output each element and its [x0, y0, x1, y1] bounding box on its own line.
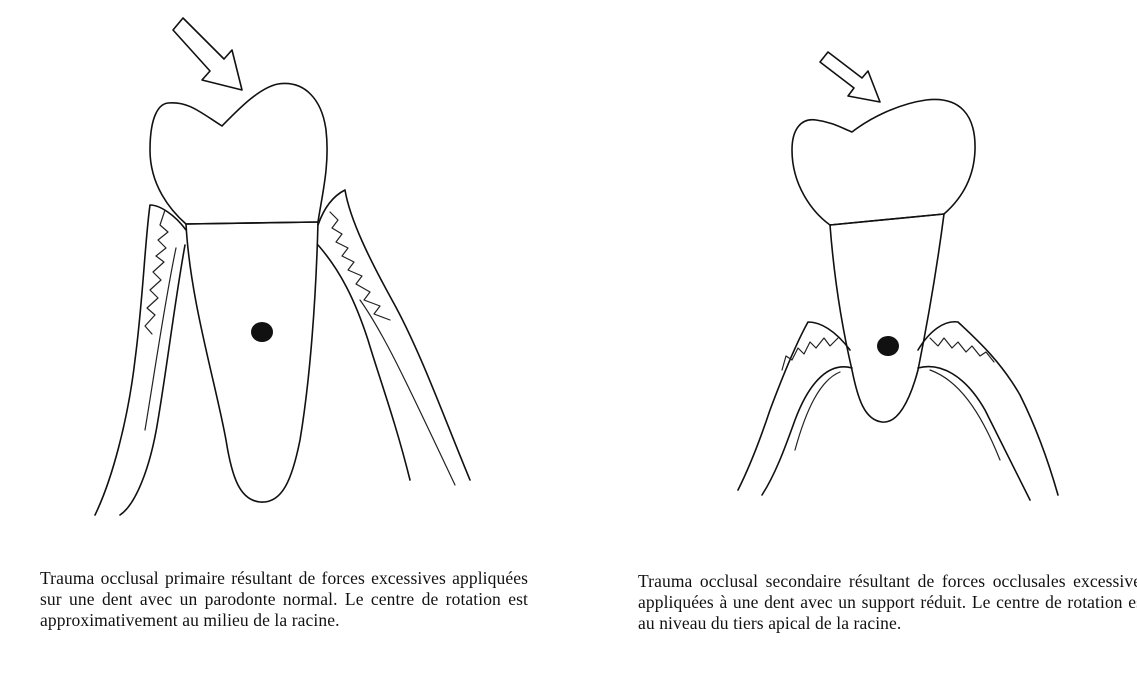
- left-alveolar-bone: [762, 367, 852, 495]
- left-periodontal-ligament: [782, 338, 838, 370]
- left-gingiva: [738, 322, 850, 490]
- right-periodontal-ligament: [930, 338, 994, 362]
- cemento-enamel-junction: [830, 214, 944, 225]
- tooth-crown: [150, 83, 327, 224]
- left-gingiva: [95, 205, 186, 515]
- primary-trauma-illustration: [0, 0, 560, 560]
- secondary-trauma-caption: Trauma occlusal secondaire résultant de …: [638, 571, 1137, 634]
- right-periodontal-ligament: [330, 212, 390, 320]
- left-periodontal-ligament: [145, 210, 168, 334]
- right-alveolar-bone-inner: [360, 300, 455, 485]
- primary-trauma-caption: Trauma occlusal primaire résultant de fo…: [40, 568, 528, 631]
- center-of-rotation-dot: [251, 322, 273, 342]
- cemento-enamel-junction: [186, 222, 318, 224]
- secondary-trauma-illustration: [580, 0, 1137, 560]
- force-arrow-icon: [820, 52, 880, 102]
- left-alveolar-bone-inner: [795, 372, 840, 450]
- tooth-crown: [792, 99, 975, 225]
- right-gingiva: [918, 322, 1058, 495]
- panel-secondary-trauma: Trauma occlusal secondaire résultant de …: [580, 0, 1137, 695]
- panel-primary-trauma: Trauma occlusal primaire résultant de fo…: [0, 0, 560, 695]
- force-arrow-icon: [173, 18, 242, 90]
- center-of-rotation-dot: [877, 336, 899, 356]
- right-alveolar-bone: [918, 367, 1030, 500]
- tooth-root: [186, 222, 318, 502]
- tooth-root: [830, 214, 944, 422]
